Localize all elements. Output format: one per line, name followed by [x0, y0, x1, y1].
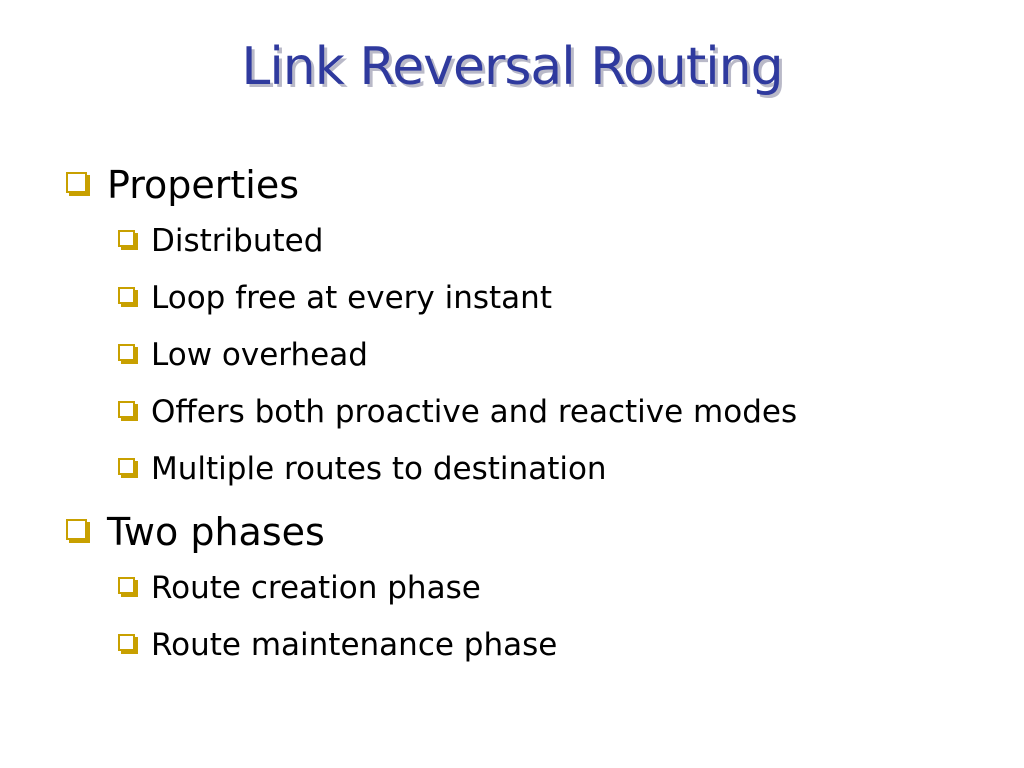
sub-bullet-label: Loop free at every instant	[151, 279, 552, 316]
sub-bullet-label: Multiple routes to destination	[151, 450, 607, 487]
hollow-square-bullet-icon	[118, 344, 135, 361]
hollow-square-bullet-icon	[118, 634, 135, 651]
hollow-square-bullet-icon	[118, 458, 135, 475]
bullet-item-two-phases: Two phases	[66, 505, 986, 559]
slide-title: Link Reversal Routing	[241, 37, 783, 97]
hollow-square-bullet-icon	[66, 171, 87, 193]
sub-bullet-label: Distributed	[151, 222, 324, 259]
sub-bullet-item: Low overhead	[118, 326, 986, 383]
sub-bullet-item: Offers both proactive and reactive modes	[118, 383, 986, 440]
sub-bullet-item: Route creation phase	[118, 559, 986, 616]
sub-bullet-label: Low overhead	[151, 336, 368, 373]
sub-bullet-item: Route maintenance phase	[118, 616, 986, 673]
hollow-square-bullet-icon	[118, 230, 135, 247]
hollow-square-bullet-icon	[118, 287, 135, 304]
bullet-item-properties: Properties	[66, 158, 986, 212]
hollow-square-bullet-icon	[118, 401, 135, 418]
hollow-square-bullet-icon	[118, 577, 135, 594]
bullet-list: Properties Distributed Loop free at ever…	[66, 158, 986, 673]
sub-bullet-label: Route maintenance phase	[151, 626, 558, 663]
hollow-square-bullet-icon	[66, 518, 87, 540]
bullet-label: Properties	[107, 163, 300, 207]
sub-bullet-label: Offers both proactive and reactive modes	[151, 393, 798, 430]
sub-bullet-item: Distributed	[118, 212, 986, 269]
sub-bullet-label: Route creation phase	[151, 569, 481, 606]
sub-bullet-item: Multiple routes to destination	[118, 440, 986, 497]
bullet-label: Two phases	[107, 510, 325, 554]
sub-bullet-item: Loop free at every instant	[118, 269, 986, 326]
